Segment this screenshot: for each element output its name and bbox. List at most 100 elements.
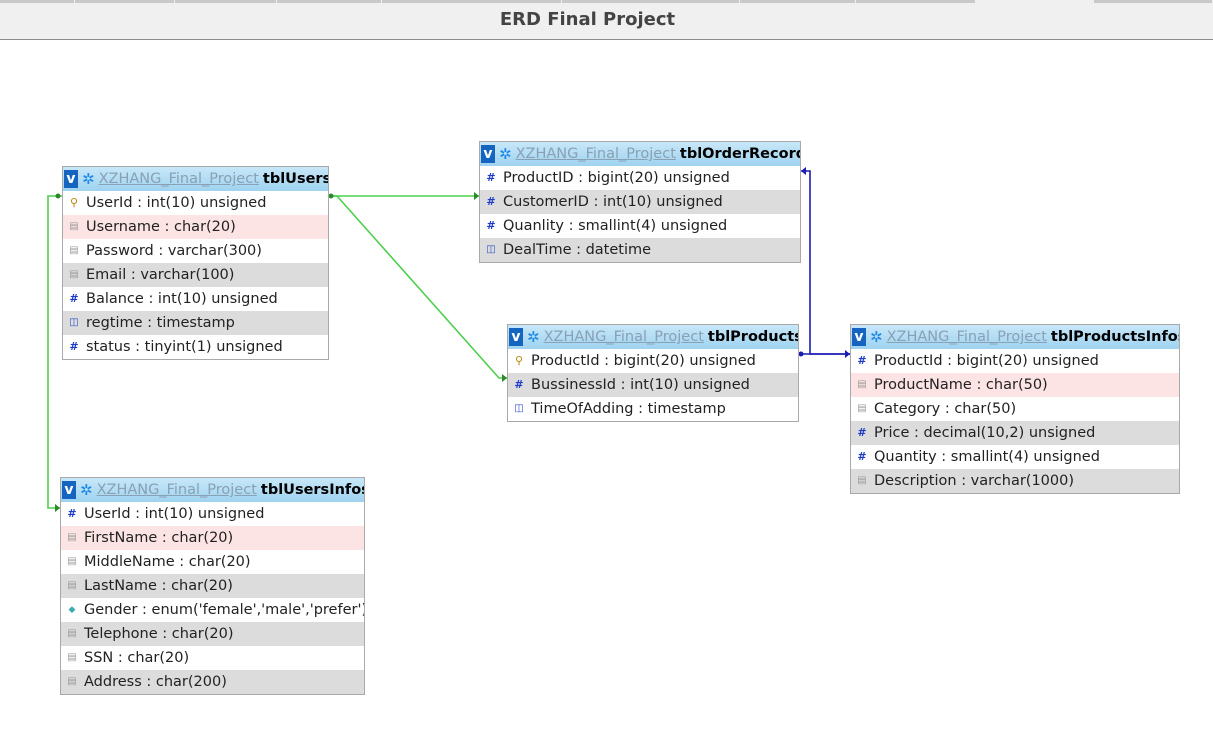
field-row[interactable]: ▤ SSN : char(20): [61, 646, 364, 670]
field-label: SSN : char(20): [84, 650, 190, 666]
number-icon: #: [69, 340, 79, 353]
table-name: tblOrderRecord: [679, 146, 800, 162]
field-row[interactable]: #Quanlity : smallint(4) unsigned: [480, 214, 800, 238]
field-row[interactable]: ◫ TimeOfAdding : timestamp: [508, 397, 798, 421]
field-label: Quantity : smallint(4) unsigned: [874, 449, 1100, 465]
number-icon: #: [857, 450, 867, 463]
gear-icon[interactable]: ✲: [527, 328, 540, 346]
tab-9[interactable]: [976, 0, 1094, 3]
table-header[interactable]: v ✲ XZHANG_Final_Project tblProducts: [508, 325, 798, 349]
field-label: CustomerID : int(10) unsigned: [503, 194, 723, 210]
relation-endpoint: [801, 167, 806, 175]
field-label: BussinessId : int(10) unsigned: [531, 377, 750, 393]
view-toggle-icon[interactable]: v: [852, 328, 866, 346]
field-row[interactable]: ◆Gender : enum('female','male','prefer'): [61, 598, 364, 622]
table-tblUsersInfos[interactable]: v ✲ XZHANG_Final_Project tblUsersInfos #…: [60, 477, 365, 695]
field-row[interactable]: #CustomerID : int(10) unsigned: [480, 190, 800, 214]
field-row[interactable]: #status : tinyint(1) unsigned: [63, 335, 328, 359]
field-label: TimeOfAdding : timestamp: [531, 401, 726, 417]
char-icon: ▤: [67, 532, 77, 543]
field-label: regtime : timestamp: [86, 315, 235, 331]
gear-icon[interactable]: ✲: [80, 481, 93, 499]
char-icon: ▤: [67, 628, 77, 639]
field-label: ProductID : bigint(20) unsigned: [503, 170, 730, 186]
table-header[interactable]: v ✲ XZHANG_Final_Project tblOrderRecord: [480, 142, 800, 166]
number-icon: #: [514, 378, 524, 391]
tab-8[interactable]: [856, 0, 976, 3]
gear-icon[interactable]: ✲: [870, 328, 883, 346]
field-label: UserId : int(10) unsigned: [84, 506, 265, 522]
field-row[interactable]: ▤LastName : char(20): [61, 574, 364, 598]
schema-name[interactable]: XZHANG_Final_Project: [96, 482, 257, 498]
field-row[interactable]: # UserId : int(10) unsigned: [61, 502, 364, 526]
field-row[interactable]: #ProductId : bigint(20) unsigned: [851, 349, 1179, 373]
table-name: tblProducts: [707, 329, 798, 345]
schema-name[interactable]: XZHANG_Final_Project: [886, 329, 1047, 345]
table-tblOrderRecord[interactable]: v ✲ XZHANG_Final_Project tblOrderRecord …: [479, 141, 801, 263]
table-header[interactable]: v ✲ XZHANG_Final_Project tblUsers: [63, 167, 328, 191]
field-row[interactable]: ⚲ ProductId : bigint(20) unsigned: [508, 349, 798, 373]
tab-1[interactable]: [0, 0, 75, 3]
field-row[interactable]: #Balance : int(10) unsigned: [63, 287, 328, 311]
relation-endpoint: [502, 374, 507, 382]
field-row[interactable]: # ProductID : bigint(20) unsigned: [480, 166, 800, 190]
tab-5[interactable]: [382, 0, 562, 3]
field-row[interactable]: ▤Password : varchar(300): [63, 239, 328, 263]
field-row[interactable]: ▤Email : varchar(100): [63, 263, 328, 287]
relation-endpoint: [798, 351, 804, 357]
field-row[interactable]: ▤Username : char(20): [63, 215, 328, 239]
field-label: ProductId : bigint(20) unsigned: [531, 353, 756, 369]
datetime-icon: ◫: [514, 403, 524, 414]
field-row[interactable]: ⚲UserId : int(10) unsigned: [63, 191, 328, 215]
field-label: Category : char(50): [874, 401, 1017, 417]
field-label: UserId : int(10) unsigned: [86, 195, 267, 211]
view-toggle-icon[interactable]: v: [62, 481, 76, 499]
field-row[interactable]: ▤MiddleName : char(20): [61, 550, 364, 574]
field-row[interactable]: ▤FirstName : char(20): [61, 526, 364, 550]
schema-name[interactable]: XZHANG_Final_Project: [543, 329, 704, 345]
schema-name[interactable]: XZHANG_Final_Project: [98, 171, 259, 187]
field-row[interactable]: ▤ProductName : char(50): [851, 373, 1179, 397]
relation-endpoint: [328, 193, 334, 199]
relation-orderrecord-productsinfos[interactable]: [801, 170, 850, 355]
number-icon: #: [486, 219, 496, 232]
gear-icon[interactable]: ✲: [82, 170, 95, 188]
tab-2[interactable]: [75, 0, 175, 3]
table-tblUsers[interactable]: v ✲ XZHANG_Final_Project tblUsers ⚲UserI…: [62, 166, 329, 360]
char-icon: ▤: [69, 245, 79, 256]
designer-title-bar: ERD Final Project: [0, 0, 1213, 40]
tab-4[interactable]: [277, 0, 382, 3]
key-icon: ⚲: [514, 354, 524, 367]
gear-icon[interactable]: ✲: [499, 145, 512, 163]
tab-6[interactable]: [562, 0, 740, 3]
field-row[interactable]: # BussinessId : int(10) unsigned: [508, 373, 798, 397]
table-header[interactable]: v ✲ XZHANG_Final_Project tblUsersInfos: [61, 478, 364, 502]
table-header[interactable]: v ✲ XZHANG_Final_Project tblProductsInfo…: [851, 325, 1179, 349]
schema-name[interactable]: XZHANG_Final_Project: [515, 146, 676, 162]
relation-endpoint: [845, 350, 850, 358]
number-icon: #: [486, 171, 496, 184]
tab-3[interactable]: [175, 0, 277, 3]
number-icon: #: [67, 507, 77, 520]
field-row[interactable]: ◫DealTime : datetime: [480, 238, 800, 262]
char-icon: ▤: [67, 676, 77, 687]
field-row[interactable]: ▤Description : varchar(1000): [851, 469, 1179, 493]
table-tblProductsInfos[interactable]: v ✲ XZHANG_Final_Project tblProductsInfo…: [850, 324, 1180, 494]
datetime-icon: ◫: [486, 244, 496, 255]
table-tblProducts[interactable]: v ✲ XZHANG_Final_Project tblProducts ⚲ Pr…: [507, 324, 799, 422]
char-icon: ▤: [67, 652, 77, 663]
field-row[interactable]: ◫regtime : timestamp: [63, 311, 328, 335]
field-label: Gender : enum('female','male','prefer'): [84, 602, 364, 618]
field-row[interactable]: # Quantity : smallint(4) unsigned: [851, 445, 1179, 469]
view-toggle-icon[interactable]: v: [64, 170, 78, 188]
tab-7[interactable]: [740, 0, 856, 3]
field-label: Email : varchar(100): [86, 267, 235, 283]
view-toggle-icon[interactable]: v: [509, 328, 523, 346]
field-row[interactable]: ▤Category : char(50): [851, 397, 1179, 421]
field-row[interactable]: #Price : decimal(10,2) unsigned: [851, 421, 1179, 445]
field-row[interactable]: ▤Telephone : char(20): [61, 622, 364, 646]
field-row[interactable]: ▤Address : char(200): [61, 670, 364, 694]
relation-users-usersinfos[interactable]: [47, 195, 62, 509]
view-toggle-icon[interactable]: v: [481, 145, 495, 163]
